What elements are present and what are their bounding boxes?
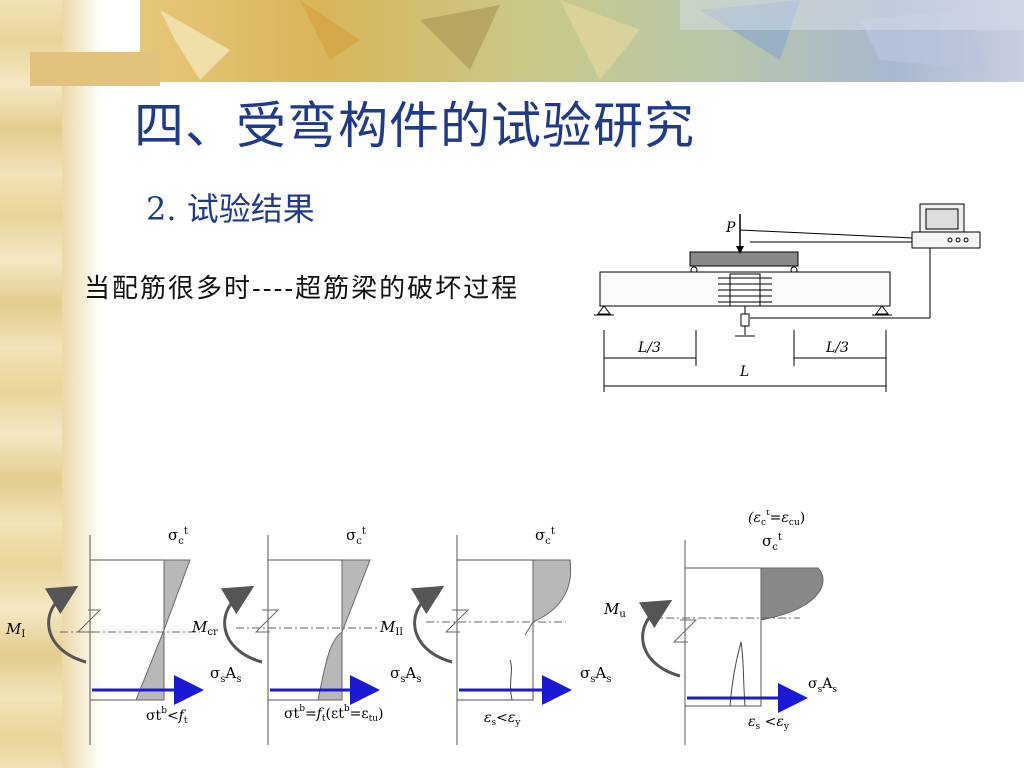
svg-text:εs <εy: εs <εy [748, 714, 790, 732]
slide-description: 当配筋很多时----超筋梁的破坏过程 [84, 274, 520, 304]
slide-subtitle: 2. 试验结果 [146, 190, 315, 228]
decorative-left-border [0, 0, 62, 768]
svg-text:σtb<ft: σtb<ft [146, 706, 188, 726]
stage-1: MI σct σsAs σtb<ft [5, 526, 241, 745]
span-left-label: L/3 [637, 340, 661, 356]
svg-text:σtb=ft(εtb=εtu): σtb=ft(εtb=εtu) [284, 704, 383, 724]
svg-text:σct: σct [535, 526, 555, 547]
load-label: P [725, 220, 736, 236]
svg-text:σsAs: σsAs [210, 664, 241, 685]
svg-text:σct: σct [762, 532, 782, 553]
stage-4: Mu (εct=εcu) σct σsAs εs <εy [603, 510, 837, 745]
span-right-label: L/3 [825, 340, 849, 356]
svg-text:εs<εy: εs<εy [484, 710, 521, 728]
svg-text:Mcr: Mcr [191, 618, 218, 638]
svg-text:MI: MI [5, 620, 25, 640]
svg-text:Mu: Mu [603, 600, 626, 620]
slide-title: 四、受弯构件的试验研究 [134, 97, 695, 155]
decorative-left-fade [62, 0, 102, 768]
data-logger-icon [911, 231, 981, 249]
svg-text:σct: σct [346, 526, 366, 547]
stress-stages-diagram: MI σct σsAs σtb<ft Mcr σct σsAs σtb=ft(ε… [5, 510, 837, 745]
svg-text:(εct=εcu): (εct=εcu) [748, 510, 805, 528]
svg-text:σsAs: σsAs [808, 676, 837, 695]
decorative-top-banner [30, 0, 1024, 86]
span-total-label: L [739, 364, 749, 380]
test-setup-diagram: P L/3 L/3 L [594, 203, 981, 392]
stage-2: Mcr σct σsAs σtb=ft(εtb=εtu) [191, 526, 421, 745]
svg-text:σsAs: σsAs [580, 664, 611, 685]
stage-3: MII σct σsAs εs<εy [379, 526, 611, 745]
svg-text:σsAs: σsAs [390, 664, 421, 685]
svg-text:MII: MII [379, 618, 403, 638]
svg-text:σct: σct [168, 526, 188, 547]
